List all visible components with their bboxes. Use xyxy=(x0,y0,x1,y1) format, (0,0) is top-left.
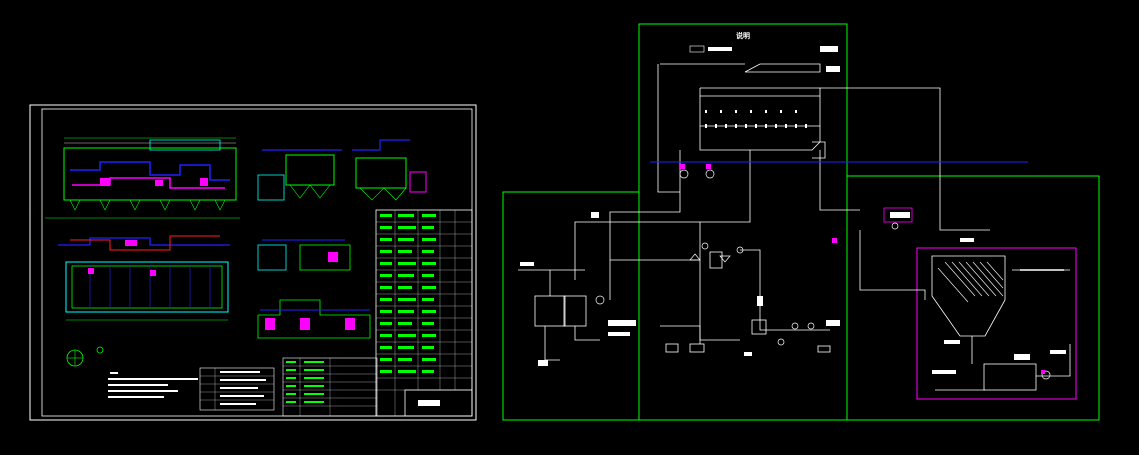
furnace-nozzle-row xyxy=(705,110,807,128)
equipment-table[interactable] xyxy=(375,209,473,417)
section-view-d[interactable] xyxy=(257,299,371,339)
equipment-table-green-text xyxy=(380,214,436,373)
plan-view-magenta-block-3 xyxy=(200,178,208,186)
outlet-to-left xyxy=(574,150,751,280)
feed-line-down xyxy=(657,64,680,193)
section-view-a[interactable] xyxy=(257,149,342,201)
mid-plan-pipe-red xyxy=(70,235,220,251)
center-bottom-line xyxy=(660,325,701,344)
legend-table-frame xyxy=(199,367,275,411)
furnace-body xyxy=(699,87,821,151)
furnace-unit[interactable] xyxy=(574,63,990,341)
material-table-rows xyxy=(283,358,377,416)
drawing-notes xyxy=(108,372,198,398)
plan-view-lower-left[interactable] xyxy=(65,261,229,321)
lower-plan-inner xyxy=(71,265,223,309)
lower-plan-magenta-1 xyxy=(88,268,94,274)
plan-view-equipment-1 xyxy=(149,139,221,151)
title-block-label-mark xyxy=(418,400,440,406)
plan-view-hopper-row xyxy=(69,199,226,211)
legend-table-text xyxy=(220,371,266,405)
inclined-plate-settler xyxy=(931,255,1006,337)
plan-view-pipe-blue xyxy=(70,161,230,181)
left-tank-group[interactable] xyxy=(518,269,600,361)
plan-view-magenta-block-2 xyxy=(155,180,163,186)
section-d-magenta-1 xyxy=(265,318,275,330)
left-sheet-outer-border xyxy=(29,104,477,421)
mid-plan-pipe-blue xyxy=(58,237,230,246)
section-b-hopper xyxy=(359,187,407,201)
boundary-right-section xyxy=(847,175,1100,421)
heat-exchanger xyxy=(709,251,723,269)
section-d-magenta-3 xyxy=(345,318,355,330)
furnace-outlet-cone xyxy=(812,141,826,159)
settling-tank-labels xyxy=(890,212,1066,374)
settler-to-pump-line xyxy=(1036,344,1071,377)
left-tank-1 xyxy=(534,295,566,327)
center-bottom-equipment[interactable] xyxy=(660,251,831,353)
plan-view-middle-left[interactable] xyxy=(45,217,240,251)
boundary-magenta-tank-area xyxy=(916,247,1077,400)
center-label-box xyxy=(817,345,831,353)
section-a-hopper xyxy=(289,184,331,199)
sludge-tank xyxy=(983,363,1037,391)
section-b-equipment xyxy=(409,171,427,193)
north-arrow-icon xyxy=(66,346,104,367)
flue-line xyxy=(819,150,860,211)
center-process-line xyxy=(699,222,740,341)
diagram-title: 说明 xyxy=(736,31,750,40)
section-view-c[interactable] xyxy=(257,239,351,271)
material-table-green-text xyxy=(286,361,324,403)
legend-table[interactable] xyxy=(199,367,275,411)
title-block-frame xyxy=(404,389,473,417)
right-process-diagram[interactable]: 说明 xyxy=(502,23,1100,421)
lower-plan-magenta-2 xyxy=(150,270,156,276)
plan-view-top-left[interactable] xyxy=(63,137,237,211)
center-tank xyxy=(751,319,767,335)
magenta-valve-markers xyxy=(680,164,1045,374)
plan-view-magenta-block-1 xyxy=(100,178,110,186)
legend-table-rows xyxy=(200,368,274,410)
left-tank-outlet-2 xyxy=(574,326,600,341)
top-label-box-left xyxy=(689,45,732,53)
center-bottom-labels xyxy=(744,296,840,356)
inclined-plates xyxy=(937,261,1004,303)
mid-plan-block xyxy=(125,240,137,246)
section-c-magenta xyxy=(328,252,338,262)
outlet-to-center xyxy=(609,150,681,300)
boundary-left-section xyxy=(502,191,639,421)
section-view-b[interactable] xyxy=(352,139,427,201)
section-b-frame xyxy=(355,157,407,189)
center-bottom-box-1 xyxy=(665,343,679,353)
furnace-top-hopper xyxy=(744,63,821,73)
lower-plan-frame xyxy=(65,261,229,313)
left-label-boxes xyxy=(520,212,636,366)
air-line-right xyxy=(820,87,990,231)
center-bottom-box-2 xyxy=(689,343,705,353)
section-c-left xyxy=(257,244,287,271)
left-tank-2 xyxy=(563,295,587,327)
left-drawing-sheet[interactable] xyxy=(29,104,477,421)
material-table[interactable] xyxy=(282,357,378,417)
settler-inlet-line xyxy=(859,230,926,300)
section-b-pipe xyxy=(352,139,410,151)
section-c-right xyxy=(299,244,351,271)
process-valve-symbols xyxy=(595,169,1051,380)
top-label-box-right xyxy=(820,46,840,72)
section-d-magenta-2 xyxy=(300,318,310,330)
section-a-block xyxy=(257,174,285,201)
left-tank-outlet xyxy=(544,326,560,361)
settling-tank[interactable] xyxy=(859,230,1071,391)
section-a-frame xyxy=(285,154,335,186)
pump-line xyxy=(740,249,830,331)
